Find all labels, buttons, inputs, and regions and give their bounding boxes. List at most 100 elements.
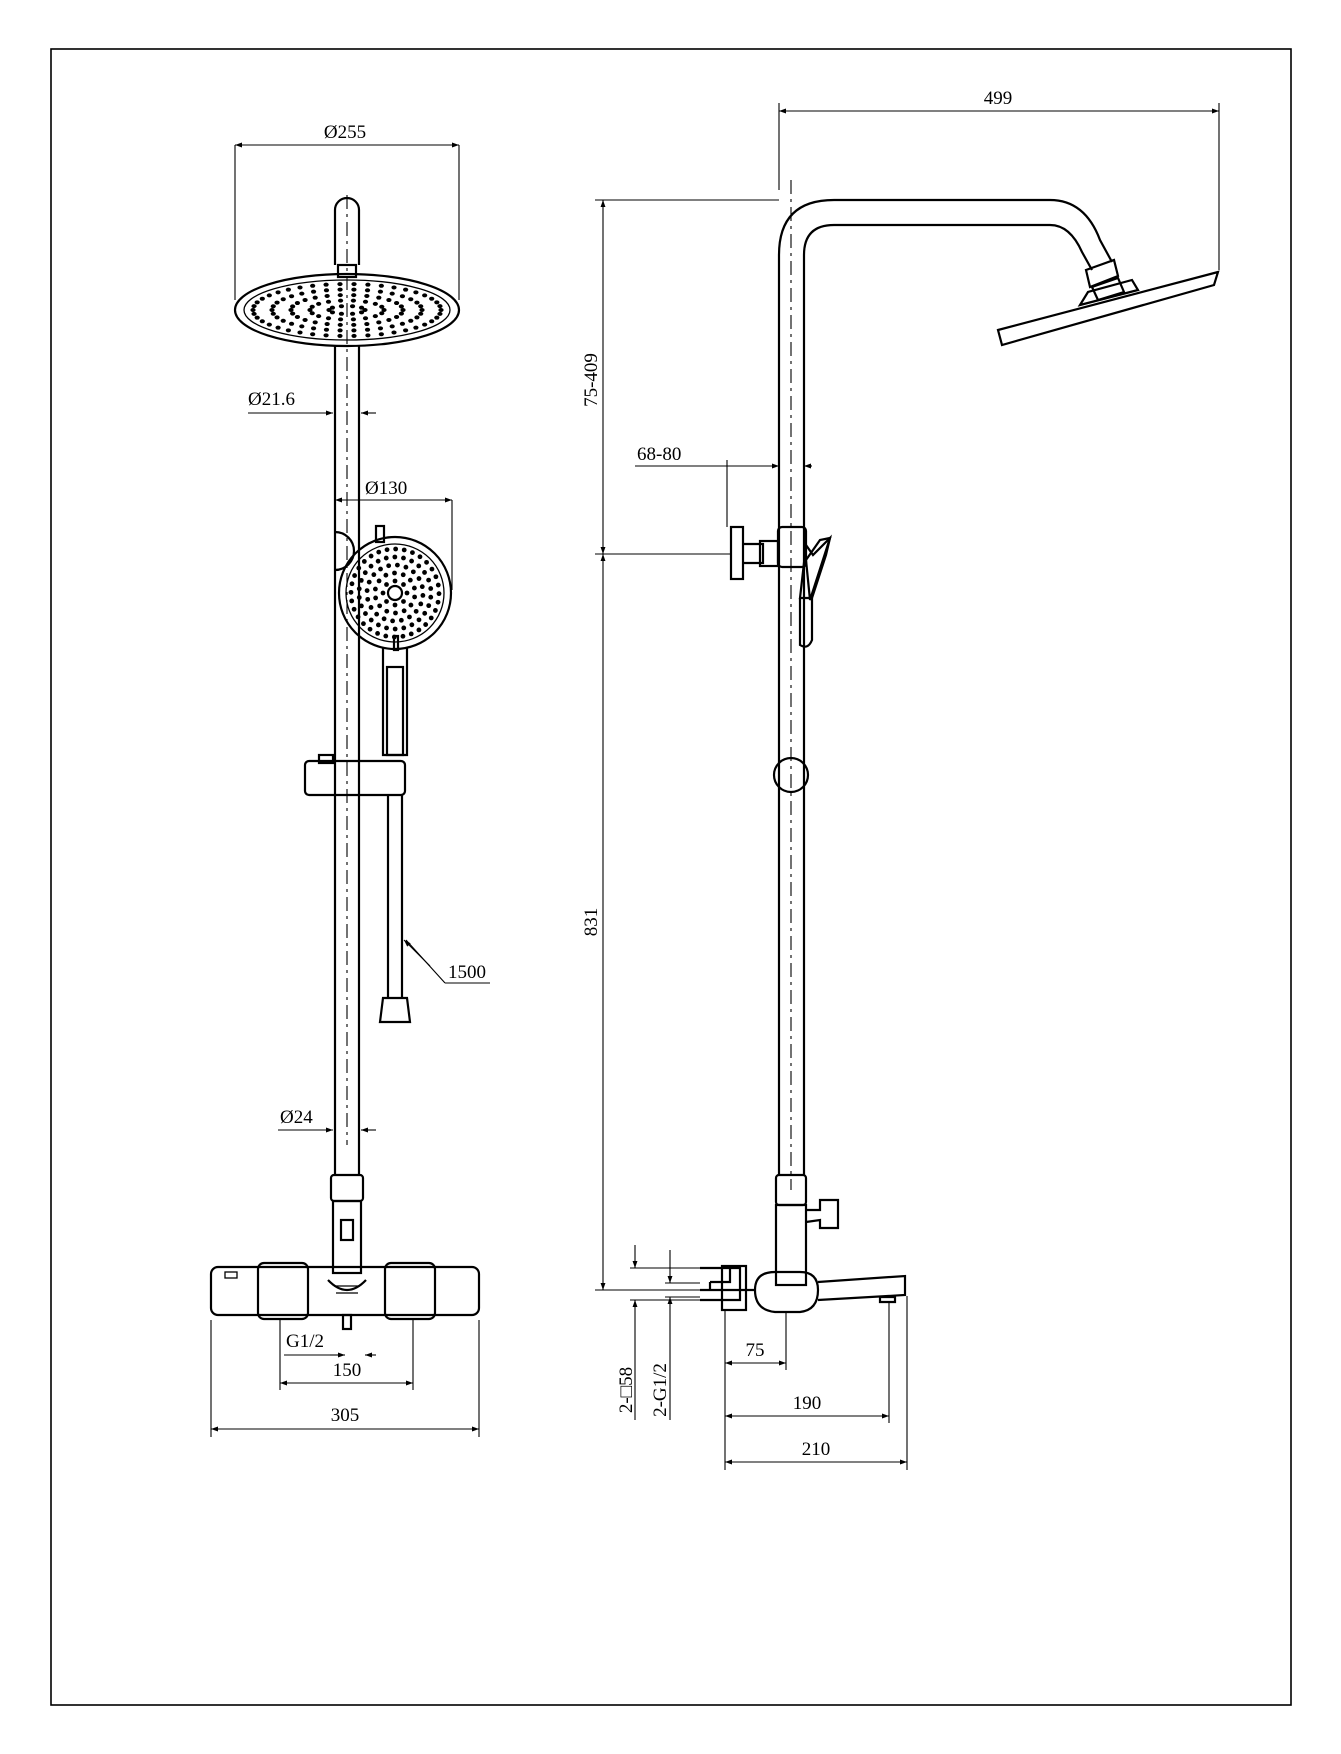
dim-hose-length: 1500 bbox=[448, 962, 486, 983]
nozzle-dot bbox=[324, 322, 330, 327]
nozzle-dot bbox=[392, 554, 398, 560]
nozzle-dot bbox=[398, 304, 404, 309]
nozzle-dot bbox=[259, 296, 265, 301]
nozzle-dot bbox=[381, 308, 387, 312]
nozzle-dot bbox=[419, 308, 425, 312]
nozzle-dot bbox=[393, 610, 398, 616]
nozzle-dot bbox=[312, 295, 318, 300]
nozzle-dot bbox=[401, 547, 407, 553]
nozzle-dot bbox=[310, 332, 316, 337]
nozzle-dot bbox=[351, 293, 357, 298]
nozzle-dot bbox=[250, 308, 256, 312]
nozzle-dot bbox=[398, 311, 404, 316]
nozzle-dot bbox=[358, 310, 365, 315]
nozzle-dot bbox=[368, 617, 374, 623]
nozzle-dot bbox=[361, 559, 367, 564]
nozzle-dot bbox=[374, 611, 380, 617]
nozzle-dot bbox=[337, 333, 343, 338]
nozzle-dot bbox=[399, 321, 406, 326]
nozzle-dot bbox=[408, 602, 414, 608]
nozzle-dot bbox=[376, 578, 382, 584]
nozzle-dot bbox=[410, 550, 415, 555]
nozzle-dot bbox=[352, 573, 357, 578]
nozzle-dot bbox=[349, 598, 355, 604]
nozzle-dot bbox=[417, 554, 423, 560]
nozzle-dot bbox=[309, 304, 315, 309]
dim-lower-pipe-diameter: Ø24 bbox=[280, 1107, 313, 1128]
nozzle-dot bbox=[316, 301, 322, 306]
nozzle-dot bbox=[381, 616, 387, 622]
nozzle-dot bbox=[377, 603, 383, 609]
nozzle-dot bbox=[437, 304, 443, 309]
nozzle-dot bbox=[349, 304, 356, 309]
nozzle-dot bbox=[285, 287, 291, 292]
nozzle-dot bbox=[422, 322, 428, 327]
nozzle-dot bbox=[372, 314, 378, 319]
nozzle-dot bbox=[422, 570, 427, 575]
nozzle-dot bbox=[337, 328, 343, 333]
nozzle-dot bbox=[325, 299, 332, 304]
nozzle-dot bbox=[437, 311, 443, 316]
nozzle-dot bbox=[297, 330, 303, 335]
nozzle-dot bbox=[368, 605, 374, 610]
nozzle-dot bbox=[384, 547, 390, 553]
dim-spout-190: 190 bbox=[793, 1393, 822, 1414]
nozzle-dot bbox=[426, 577, 432, 583]
nozzle-dot bbox=[389, 291, 395, 296]
nozzle-dot bbox=[438, 308, 444, 312]
nozzle-dot bbox=[363, 611, 368, 616]
nozzle-dot bbox=[362, 308, 368, 312]
nozzle-dot bbox=[422, 293, 428, 298]
nozzle-dot bbox=[312, 320, 318, 325]
nozzle-dot bbox=[435, 599, 441, 605]
nozzle-dot bbox=[401, 582, 406, 587]
nozzle-dot bbox=[290, 311, 296, 316]
nozzle-dot bbox=[376, 549, 382, 555]
nozzle-dot bbox=[349, 311, 356, 316]
nozzle-dot bbox=[436, 591, 442, 597]
nozzle-dot bbox=[392, 578, 398, 584]
nozzle-dot bbox=[280, 297, 286, 302]
nozzle-dot bbox=[393, 546, 399, 552]
nozzle-dot bbox=[364, 588, 370, 593]
nozzle-dot bbox=[368, 553, 374, 559]
nozzle-dot bbox=[434, 300, 440, 305]
nozzle-dot bbox=[371, 572, 377, 578]
nozzle-dot bbox=[403, 287, 409, 292]
nozzle-dot bbox=[351, 328, 357, 333]
nozzle-dot bbox=[310, 289, 317, 294]
dim-pipe-diameter: Ø21.6 bbox=[248, 389, 295, 410]
nozzle-dot bbox=[379, 304, 385, 309]
nozzle-dot bbox=[413, 325, 419, 330]
nozzle-dot bbox=[364, 327, 371, 332]
nozzle-dot bbox=[380, 590, 386, 596]
nozzle-dot bbox=[383, 572, 389, 578]
nozzle-dot bbox=[368, 563, 374, 569]
nozzle-dot bbox=[323, 333, 329, 338]
nozzle-dot bbox=[288, 321, 295, 326]
nozzle-dot bbox=[408, 318, 414, 323]
nozzle-dot bbox=[337, 293, 343, 298]
nozzle-dot bbox=[434, 315, 440, 320]
nozzle-dot bbox=[389, 324, 395, 329]
nozzle-dot bbox=[400, 308, 406, 312]
nozzle-dot bbox=[365, 282, 371, 287]
nozzle-dot bbox=[299, 291, 305, 296]
dim-body-width: 305 bbox=[331, 1405, 360, 1426]
dim-spout-210: 210 bbox=[802, 1439, 831, 1460]
nozzle-dot bbox=[285, 328, 291, 333]
nozzle-dot bbox=[366, 579, 372, 585]
nozzle-dot bbox=[274, 315, 280, 320]
nozzle-dot bbox=[251, 311, 257, 316]
nozzle-dot bbox=[337, 298, 344, 303]
side-view: 499 75-409 68-80 831 2-□58 2-G1/2 75 190 bbox=[581, 88, 1220, 1470]
nozzle-dot bbox=[413, 608, 419, 614]
nozzle-dot bbox=[428, 586, 434, 591]
nozzle-dot bbox=[401, 599, 406, 604]
nozzle-dot bbox=[294, 314, 301, 319]
nozzle-dot bbox=[384, 582, 389, 587]
nozzle-dot bbox=[358, 603, 364, 609]
nozzle-dot bbox=[299, 324, 305, 329]
nozzle-dot bbox=[375, 558, 381, 564]
